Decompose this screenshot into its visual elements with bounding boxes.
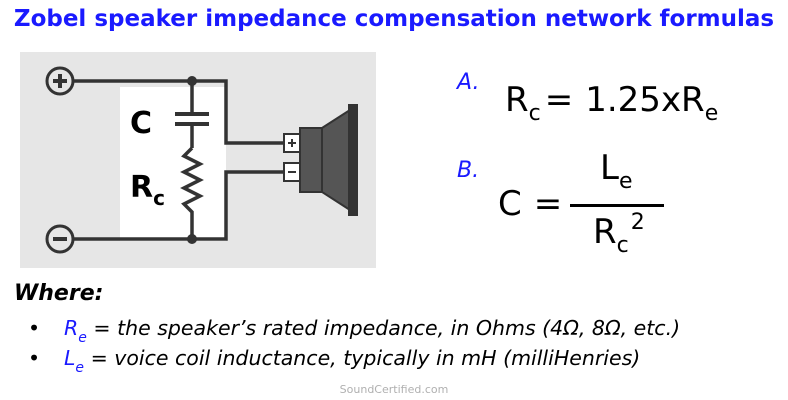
fraction-bar <box>570 204 664 207</box>
plus-terminal-icon <box>45 66 75 96</box>
formula-b-den-exp: 2 <box>630 210 645 235</box>
definition-re-text: = the speaker’s rated impedance, in Ohms… <box>86 316 681 340</box>
junction-dot-top <box>187 76 197 86</box>
formula-b-letter: B. <box>457 158 480 183</box>
definition-re: • Re = the speaker’s rated impedance, in … <box>28 316 681 346</box>
formula-b-lhs: C= <box>498 184 562 224</box>
definition-le-sub: e <box>75 360 85 376</box>
capacitor-symbol <box>175 112 209 126</box>
formula-b-equals: = <box>533 184 563 224</box>
formula-b-denominator: Rc2 <box>593 210 645 258</box>
formula-a-letter: A. <box>457 70 480 95</box>
zobel-circuit-diagram <box>20 52 376 268</box>
definition-le-text: = voice coil inductance, typically in mH… <box>84 346 641 370</box>
formula-b-den: R <box>593 212 617 252</box>
page-title: Zobel speaker impedance compensation net… <box>13 6 775 32</box>
junction-dot-bottom <box>187 234 197 244</box>
formula-a-equals: = <box>544 80 574 120</box>
formula-a-rhs-sub: e <box>704 101 719 126</box>
minus-terminal-icon <box>45 224 75 254</box>
formula-a-rhs: 1.25xR <box>585 80 705 120</box>
circuit-wires <box>67 79 284 241</box>
formula-b-numerator: Le <box>600 148 633 194</box>
definition-le: • Le = voice coil inductance, typically i… <box>28 346 641 376</box>
formula-b-num: L <box>600 148 619 188</box>
capacitor-label: C <box>130 106 153 141</box>
resistor-label: Rc <box>130 170 165 210</box>
bullet-icon: • <box>28 346 41 370</box>
formula-a-lhs: R <box>505 80 529 120</box>
formula-a-lhs-sub: c <box>528 101 541 126</box>
formula-b-den-sub: c <box>616 233 629 258</box>
formula-b-num-sub: e <box>618 169 633 194</box>
definition-re-symbol: R <box>64 316 79 340</box>
footer-watermark: SoundCertified.com <box>339 383 449 396</box>
resistor-label-main: R <box>130 170 154 205</box>
bullet-icon: • <box>28 316 41 340</box>
speaker-icon <box>283 104 358 216</box>
formula-a: Rc= 1.25xRe <box>505 80 718 126</box>
formula-b-c: C <box>498 184 522 224</box>
definition-le-symbol: L <box>64 346 76 370</box>
resistor-label-sub: c <box>153 186 165 210</box>
definition-re-sub: e <box>78 330 87 346</box>
where-heading: Where: <box>14 281 104 306</box>
